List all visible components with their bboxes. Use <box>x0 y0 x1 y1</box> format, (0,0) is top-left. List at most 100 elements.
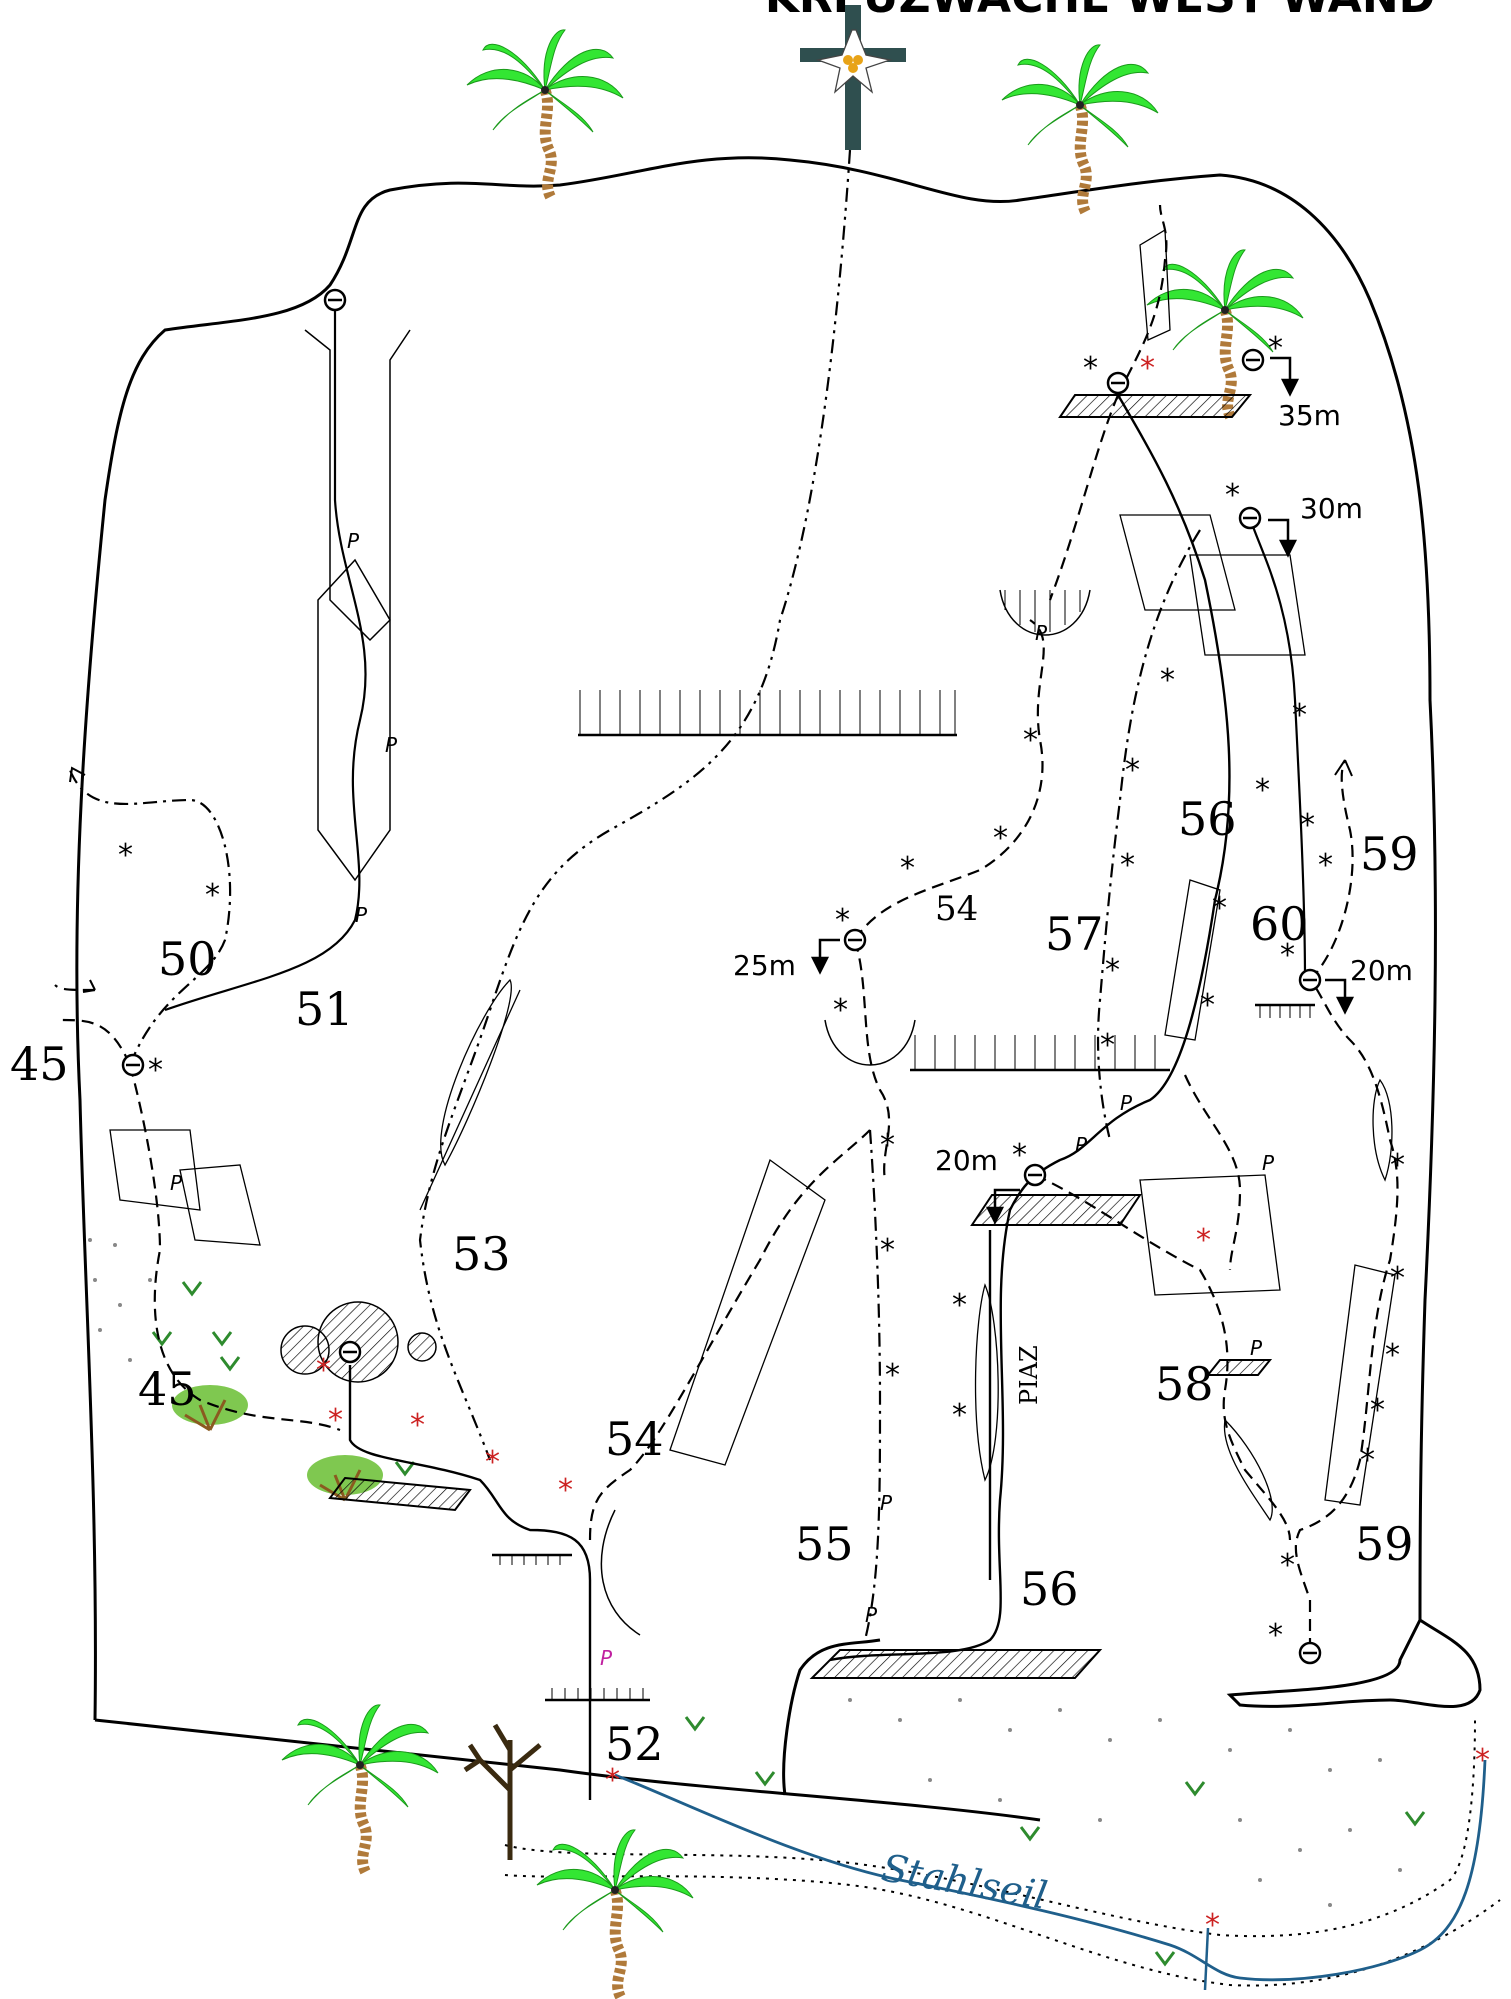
ground-dotted-lower <box>504 1874 1501 1987</box>
route-60-line <box>1248 517 1307 981</box>
steel-cable-line <box>614 1759 1487 1982</box>
svg-text:*: * <box>118 838 133 873</box>
steel-cable-branch <box>1203 1927 1210 1991</box>
route-58-loop <box>1223 1418 1273 1522</box>
route-52-line <box>348 1365 592 1800</box>
anchor-icon-59-base <box>1298 1641 1322 1665</box>
boulder-right <box>407 1332 437 1362</box>
svg-text:*: * <box>993 821 1008 856</box>
scree-dots <box>88 1238 1402 1907</box>
route-50-line <box>68 769 232 1066</box>
grass-icon-10 <box>1404 1810 1426 1826</box>
svg-text:*: * <box>1268 1618 1283 1653</box>
svg-text:*: * <box>1280 938 1295 973</box>
svg-text:*: * <box>1125 753 1140 788</box>
svg-text:*: * <box>148 1053 163 1088</box>
rappel-label-25m: 25m <box>733 949 796 982</box>
grass-icon-7 <box>754 1770 776 1786</box>
anchor-icon-51-top <box>323 288 347 312</box>
svg-text:*: * <box>952 1288 967 1323</box>
route-label-59-upper: 59 <box>1360 827 1419 881</box>
route-label-56-upper: 56 <box>1178 792 1237 846</box>
palm-tree-icon-summit-left <box>467 30 623 198</box>
svg-text:P: P <box>1262 1151 1275 1175</box>
anchor-icon-52 <box>338 1340 362 1364</box>
ledge-hatched-left <box>328 1476 472 1512</box>
anchor-icon-45 <box>121 1053 145 1077</box>
route-51-line <box>164 310 367 1012</box>
edelweiss-icon <box>815 29 893 94</box>
route-45-line <box>128 1064 341 1432</box>
rappel-label-30m: 30m <box>1300 492 1363 525</box>
route-59-line <box>1294 979 1399 1650</box>
small-roof-base-a <box>492 1553 572 1565</box>
slab-mid-right <box>1139 1174 1281 1296</box>
svg-text:*: * <box>1105 953 1120 988</box>
svg-text:*: * <box>900 851 915 886</box>
svg-text:*: * <box>1280 1548 1295 1583</box>
svg-text:*: * <box>605 1763 620 1798</box>
wall-foot-right <box>782 1638 881 1796</box>
ledge-hatched-small <box>1205 1359 1273 1376</box>
svg-text:P: P <box>1250 1336 1263 1360</box>
svg-text:*: * <box>1120 848 1135 883</box>
svg-text:P: P <box>1035 621 1048 645</box>
flake-top-right <box>1139 228 1171 341</box>
route-label-50: 50 <box>158 932 217 986</box>
route-label-58: 58 <box>1155 1357 1214 1411</box>
small-roof-base-b <box>545 1688 650 1702</box>
palm-tree-icon-summit-right <box>1002 45 1158 213</box>
niche-25m <box>824 1019 916 1066</box>
route-label-54-lower: 54 <box>605 1412 664 1466</box>
svg-text:*: * <box>1370 1393 1385 1428</box>
svg-text:P: P <box>865 1603 878 1627</box>
svg-text:*: * <box>205 878 220 913</box>
route-55-line <box>863 1129 882 1641</box>
svg-text:*: * <box>558 1473 573 1508</box>
svg-text:P: P <box>1075 1133 1088 1157</box>
svg-text:*: * <box>833 993 848 1028</box>
svg-text:P: P <box>1120 1091 1133 1115</box>
svg-text:*: * <box>1212 891 1227 926</box>
rappel-arrow-icon-20b <box>1325 978 1355 1015</box>
svg-text:*: * <box>880 1233 895 1268</box>
pillar-left-flake <box>317 558 391 882</box>
svg-text:*: * <box>1300 808 1315 843</box>
rock-wall-outline <box>75 156 1482 1721</box>
boulder-main <box>317 1301 399 1383</box>
svg-text:*: * <box>885 1358 900 1393</box>
route-53-line <box>418 149 852 1461</box>
route-label-55: 55 <box>795 1517 854 1571</box>
bolt-markers: P P P P P P P P P P P P <box>170 529 1275 1670</box>
summit-cross <box>800 5 906 150</box>
rappel-label-35m: 35m <box>1278 399 1341 432</box>
topo-title: KREUZWACHE WEST WAND <box>765 0 1435 23</box>
grass-icon-1 <box>181 1280 203 1296</box>
wall-foot <box>94 1718 1041 1822</box>
arrow-icon-50 <box>69 766 86 783</box>
red-markers: * * * * * * * * * * <box>316 351 1490 1943</box>
piaz-label: PIAZ <box>1015 1345 1043 1405</box>
svg-text:*: * <box>410 1408 425 1443</box>
svg-text:P: P <box>880 1491 893 1515</box>
rappel-label-20m-right: 20m <box>1350 954 1413 987</box>
route-label-52: 52 <box>605 1717 664 1771</box>
route-58-upper <box>1183 1074 1242 1271</box>
route-59-loop <box>1372 1078 1393 1182</box>
svg-text:*: * <box>328 1403 343 1438</box>
route-top-exit <box>1117 204 1168 396</box>
grass-icon-2 <box>151 1330 173 1346</box>
route-56-line <box>829 394 1231 1662</box>
rappel-arrow-icon-20a <box>985 1188 1020 1225</box>
svg-text:*: * <box>1390 1261 1405 1296</box>
slab-left-b <box>179 1164 261 1246</box>
route-label-45-upper: 45 <box>10 1037 69 1091</box>
svg-text:*: * <box>1255 773 1270 808</box>
route-label-57: 57 <box>1045 907 1104 961</box>
svg-text:P: P <box>600 1646 613 1670</box>
svg-text:P: P <box>347 529 360 553</box>
grass-icon-11 <box>1154 1950 1176 1966</box>
dead-tree-icon <box>463 1723 542 1860</box>
route-56-loop <box>974 1283 999 1482</box>
